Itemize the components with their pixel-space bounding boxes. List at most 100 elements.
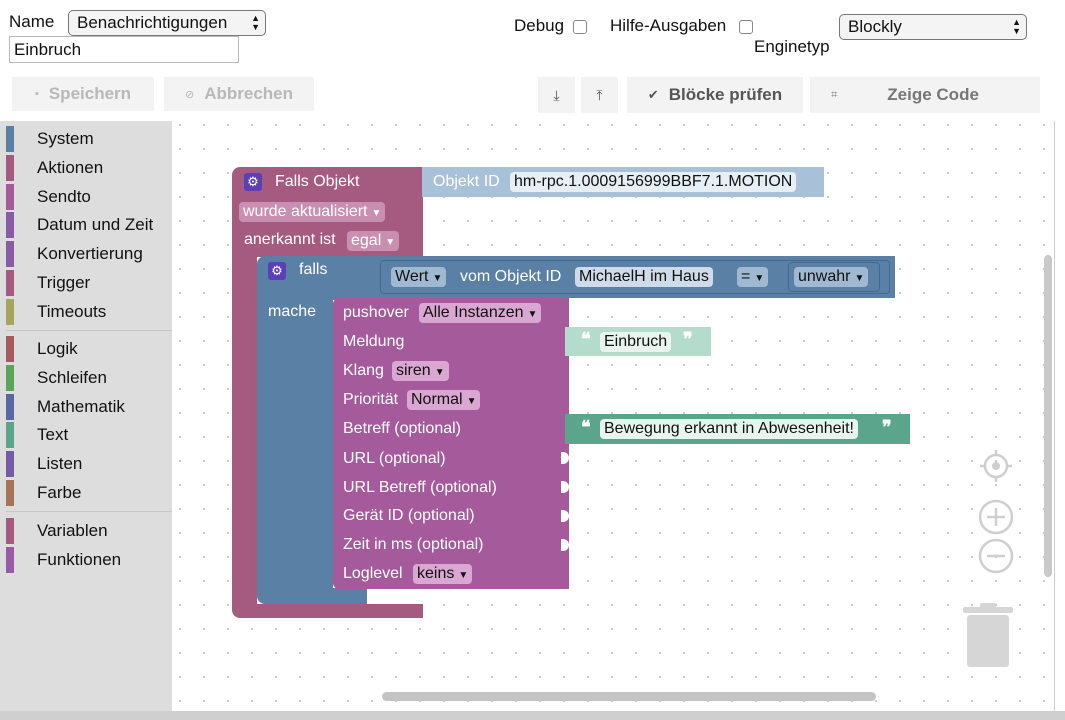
vertical-scrollbar[interactable] bbox=[1044, 255, 1052, 577]
toolbox-category-mathematik[interactable]: Mathematik bbox=[6, 393, 125, 420]
category-label: Mathematik bbox=[37, 396, 125, 416]
empty-socket[interactable] bbox=[561, 539, 569, 551]
horizontal-scrollbar[interactable] bbox=[382, 692, 876, 701]
betreff-text-field[interactable]: Bewegung erkannt in Abwesenheit! bbox=[600, 419, 858, 439]
operator-dropdown[interactable]: =▼ bbox=[737, 267, 769, 287]
check-blocks-button[interactable]: ✔ Blöcke prüfen bbox=[627, 77, 803, 113]
instance-dropdown[interactable]: Alle Instanzen▼ bbox=[419, 303, 542, 323]
open-quote-icon: ❝ bbox=[581, 417, 591, 437]
category-label: Trigger bbox=[37, 273, 91, 292]
export-icon: ⤓ bbox=[553, 86, 560, 103]
import-icon: ⤒ bbox=[596, 86, 603, 103]
pushover-block[interactable] bbox=[333, 298, 569, 589]
close-quote-icon: ❞ bbox=[882, 417, 892, 437]
zoom-in-icon[interactable] bbox=[977, 498, 1015, 536]
mache-label: mache bbox=[268, 303, 317, 320]
empty-socket[interactable] bbox=[561, 481, 569, 493]
show-code-button[interactable]: ⌗ Zeige Code bbox=[810, 77, 1040, 113]
category-color-bar bbox=[6, 154, 14, 181]
if-gear-icon[interactable]: ⚙ bbox=[268, 262, 286, 280]
compare-object-field[interactable]: MichaelH im Haus bbox=[575, 267, 713, 287]
name-select[interactable]: Benachrichtigungen ▲▼ bbox=[68, 10, 266, 36]
code-icon: ⌗ bbox=[831, 88, 838, 101]
category-label: Timeouts bbox=[37, 301, 107, 321]
wert-value: Wert bbox=[395, 268, 429, 285]
empty-socket[interactable] bbox=[561, 452, 569, 464]
hilfe-checkbox[interactable] bbox=[739, 20, 753, 34]
category-label: Aktionen bbox=[37, 157, 104, 177]
category-color-bar bbox=[6, 336, 14, 362]
bool-dropdown[interactable]: unwahr▼ bbox=[794, 267, 869, 287]
cancel-button[interactable]: ⊘ Abbrechen bbox=[164, 77, 314, 111]
category-color-bar bbox=[6, 480, 14, 506]
object-id-field[interactable]: hm-rpc.1.0009156999BBF7.1.MOTION bbox=[510, 172, 797, 192]
compare-object-value: MichaelH im Haus bbox=[579, 268, 709, 285]
betreff-text-value: Bewegung erkannt in Abwesenheit! bbox=[604, 420, 854, 437]
debug-checkbox[interactable] bbox=[573, 20, 587, 34]
name-input[interactable]: Einbruch bbox=[9, 36, 239, 63]
toolbox-category-datum-und-zeit[interactable]: Datum und Zeit bbox=[6, 212, 153, 239]
instance-value: Alle Instanzen bbox=[423, 304, 524, 321]
empty-socket[interactable] bbox=[561, 510, 569, 522]
toolbox-category-logik[interactable]: Logik bbox=[6, 336, 78, 362]
category-label: Text bbox=[37, 425, 69, 445]
trigger-gear-icon[interactable]: ⚙ bbox=[244, 173, 262, 191]
wert-dropdown[interactable]: Wert▼ bbox=[391, 267, 447, 287]
hilfe-label: Hilfe-Ausgaben bbox=[610, 16, 727, 35]
chevron-down-icon: ▼ bbox=[385, 237, 396, 248]
betreff-label: Betreff (optional) bbox=[343, 420, 461, 437]
check-blocks-label: Blöcke prüfen bbox=[668, 85, 783, 104]
url-betreff-label: URL Betreff (optional) bbox=[343, 479, 497, 496]
trigger-mode-dropdown[interactable]: wurde aktualisiert▼ bbox=[239, 202, 386, 222]
toolbox-category-text[interactable]: Text bbox=[6, 422, 69, 449]
category-color-bar bbox=[6, 422, 14, 449]
zoom-out-icon[interactable] bbox=[977, 537, 1015, 575]
url-label: URL (optional) bbox=[343, 450, 446, 467]
trash-icon[interactable] bbox=[960, 603, 1016, 669]
name-select-value: Benachrichtigungen bbox=[77, 13, 228, 32]
bool-value: unwahr bbox=[798, 268, 851, 285]
engine-select[interactable]: Blockly ▲▼ bbox=[839, 14, 1027, 40]
vom-objekt-label: vom Objekt ID bbox=[460, 268, 562, 285]
toolbox-category-trigger[interactable]: Trigger bbox=[6, 270, 90, 296]
export-button[interactable]: ⤓ bbox=[538, 77, 575, 113]
geraet-label: Gerät ID (optional) bbox=[343, 507, 475, 524]
name-label: Name bbox=[9, 12, 55, 31]
check-icon: ✔ bbox=[647, 87, 659, 102]
ack-dropdown[interactable]: egal▼ bbox=[347, 231, 400, 251]
toolbox-category-listen[interactable]: Listen bbox=[6, 451, 82, 478]
toolbox-category-farbe[interactable]: Farbe bbox=[6, 480, 81, 506]
category-label: Variablen bbox=[37, 521, 108, 540]
category-color-bar bbox=[6, 364, 14, 391]
save-button[interactable]: ▪ Speichern bbox=[12, 77, 154, 111]
prio-dropdown[interactable]: Normal▼ bbox=[407, 390, 481, 410]
trigger-block-side bbox=[232, 250, 257, 605]
toolbox-category-timeouts[interactable]: Timeouts bbox=[6, 298, 107, 325]
ack-value: egal bbox=[351, 232, 382, 249]
category-label: Schleifen bbox=[37, 367, 107, 387]
cancel-label: Abbrechen bbox=[204, 84, 293, 103]
klang-dropdown[interactable]: siren▼ bbox=[392, 361, 449, 381]
toolbox-category-funktionen[interactable]: Funktionen bbox=[6, 546, 121, 573]
klang-value: siren bbox=[396, 362, 431, 379]
toolbox-category-aktionen[interactable]: Aktionen bbox=[6, 154, 104, 181]
toolbox-category-system[interactable]: System bbox=[6, 126, 94, 152]
meldung-text-field[interactable]: Einbruch bbox=[600, 332, 672, 352]
toolbox-category-schleifen[interactable]: Schleifen bbox=[6, 364, 107, 391]
toolbox-category-sendto[interactable]: Sendto bbox=[6, 183, 91, 210]
category-label: Farbe bbox=[37, 483, 82, 502]
ack-label: anerkannt ist bbox=[244, 231, 336, 248]
import-button[interactable]: ⤒ bbox=[581, 77, 618, 113]
toolbox-category-konvertierung[interactable]: Konvertierung bbox=[6, 241, 143, 268]
meldung-text-value: Einbruch bbox=[604, 333, 668, 350]
chevron-down-icon: ▼ bbox=[432, 273, 443, 284]
loglevel-dropdown[interactable]: keins▼ bbox=[413, 564, 473, 584]
toolbox-category-variablen[interactable]: Variablen bbox=[6, 518, 108, 544]
center-icon[interactable] bbox=[978, 448, 1014, 484]
open-quote-icon: ❝ bbox=[581, 329, 591, 349]
falls-label: falls bbox=[299, 261, 328, 278]
toolbox-separator bbox=[6, 510, 172, 512]
klang-label: Klang bbox=[343, 362, 384, 379]
chevron-down-icon: ▼ bbox=[466, 396, 477, 407]
